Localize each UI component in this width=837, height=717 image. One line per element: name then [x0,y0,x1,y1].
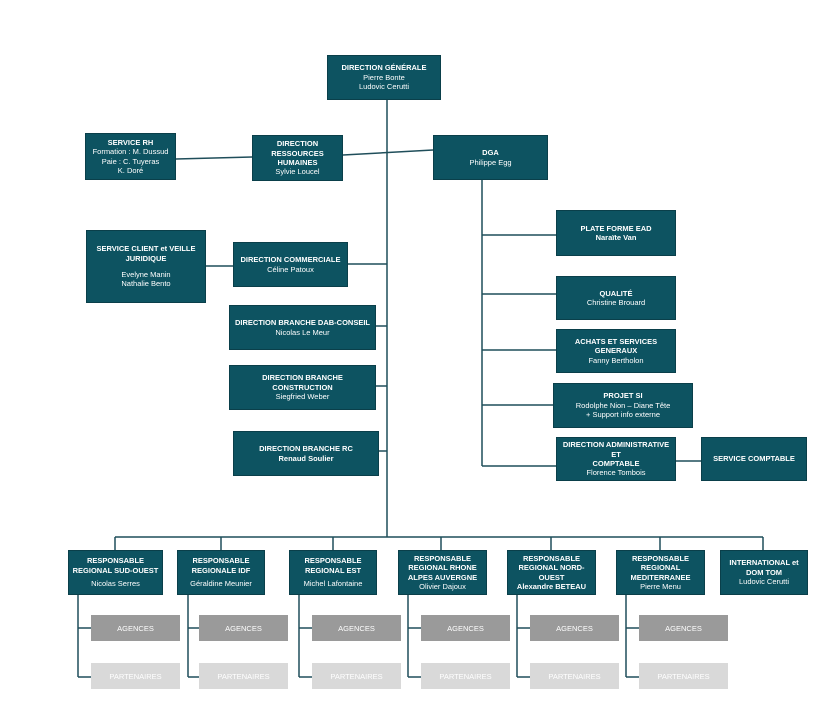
region-title-1: RESPONSABLE [413,553,472,563]
region-title-3: ALPES AUVERGNE [407,572,478,582]
plateforme-ead-box: PLATE FORME EAD Naraïte Van [556,210,676,256]
region-title-1: RESPONSABLE [631,553,690,563]
achats-title: ACHATS ET SERVICES GENERAUX [574,336,658,356]
region-title-2: REGIONAL EST [304,565,362,575]
partenaires-box: PARTENAIRES [639,663,728,689]
region-title-1: RESPONSABLE [304,556,362,566]
region-idf-box: RESPONSABLE REGIONALE IDF Géraldine Meun… [177,550,265,595]
region-name: Alexandre BETEAU [516,581,587,591]
region-name: Olivier Dajoux [419,581,466,591]
agences-box: AGENCES [91,615,180,641]
service-client-title-2: JURIDIQUE [125,253,167,263]
branche-rc-title: DIRECTION BRANCHE RC [259,444,353,454]
branche-dab-box: DIRECTION BRANCHE DAB-CONSEIL Nicolas Le… [229,305,376,350]
dga-title: DGA [482,148,499,158]
direction-rh-name: Sylvie Loucel [275,167,320,177]
partenaires-box: PARTENAIRES [421,663,510,689]
service-rh-title: SERVICE RH [107,137,154,147]
region-title-2: REGIONAL RHONE [408,563,477,573]
direction-generale-title: DIRECTION GÉNÉRALE [341,63,427,73]
agences-box: AGENCES [639,615,728,641]
agences-box: AGENCES [530,615,619,641]
direction-admin-title-1: DIRECTION ADMINISTRATIVE ET [562,440,670,459]
branche-rc-box: DIRECTION BRANCHE RC Renaud Soulier [233,431,379,476]
region-title-1: RESPONSABLE [192,556,250,566]
region-title-1: RESPONSABLE [86,556,145,566]
region-name: Nicolas Serres [91,579,140,589]
direction-commerciale-name: Céline Patoux [267,264,314,274]
region-name: Géraldine Meunier [190,579,252,589]
direction-commerciale-title: DIRECTION COMMERCIALE [240,255,341,265]
dga-box: DGA Philippe Egg [433,135,548,180]
achats-box: ACHATS ET SERVICES GENERAUX Fanny Bertho… [556,329,676,373]
direction-admin-title-2: COMPTABLE [592,459,640,468]
service-rh-paie: Paie : C. Tuyeras [101,156,160,166]
region-rhone-alpes-box: RESPONSABLE REGIONAL RHONE ALPES AUVERGN… [398,550,487,595]
branche-construction-name: Siegfried Weber [275,392,330,402]
international-title-2: DOM TOM [745,567,783,577]
region-title-2: REGIONAL [640,563,681,573]
region-nord-ouest-box: RESPONSABLE REGIONAL NORD-OUEST Alexandr… [507,550,596,595]
service-rh-box: SERVICE RH Formation : M. Dussud Paie : … [85,133,176,180]
branche-rc-name: Renaud Soulier [278,453,334,463]
region-title-1: RESPONSABLE [522,553,581,563]
direction-generale-name-1: Pierre Bonte [363,72,405,82]
branche-construction-box: DIRECTION BRANCHE CONSTRUCTION Siegfried… [229,365,376,410]
branche-dab-name: Nicolas Le Meur [275,327,330,337]
region-sud-ouest-box: RESPONSABLE REGIONAL SUD-OUEST Nicolas S… [68,550,163,595]
service-client-name-2: Nathalie Bento [121,279,171,289]
branche-construction-title: DIRECTION BRANCHE CONSTRUCTION [262,373,343,392]
direction-admin-name: Florence Tombois [586,468,646,478]
projet-si-names: Rodolphe Nion – Diane Tête [575,400,671,410]
direction-generale-name-2: Ludovic Cerutti [358,82,410,92]
international-box: INTERNATIONAL et DOM TOM Ludovic Cerutti [720,550,808,595]
dga-name: Philippe Egg [469,157,512,167]
region-est-box: RESPONSABLE REGIONAL EST Michel Lafontai… [289,550,377,595]
region-title-2: REGIONAL NORD-OUEST [518,563,585,582]
partenaires-box: PARTENAIRES [312,663,401,689]
partenaires-box: PARTENAIRES [530,663,619,689]
direction-admin-box: DIRECTION ADMINISTRATIVE ET COMPTABLE Fl… [556,437,676,481]
direction-rh-title-2: RESSOURCES [271,148,324,158]
service-comptable-box: SERVICE COMPTABLE [701,437,807,481]
partenaires-box: PARTENAIRES [199,663,288,689]
projet-si-box: PROJET SI Rodolphe Nion – Diane Tête + S… [553,383,693,428]
qualite-box: QUALITÉ Christine Brouard [556,276,676,320]
direction-rh-title-1: DIRECTION [276,139,319,149]
region-mediterranee-box: RESPONSABLE REGIONAL MEDITERRANEE Pierre… [616,550,705,595]
direction-commerciale-box: DIRECTION COMMERCIALE Céline Patoux [233,242,348,287]
projet-si-support: + Support info externe [585,410,660,420]
international-name: Ludovic Cerutti [738,577,790,587]
international-title-1: INTERNATIONAL et [729,558,799,568]
direction-rh-title-3: HUMAINES [277,158,318,167]
direction-rh-box: DIRECTION RESSOURCES HUMAINES Sylvie Lou… [252,135,343,181]
service-comptable-title: SERVICE COMPTABLE [713,454,795,464]
service-client-box: SERVICE CLIENT et VEILLE JURIDIQUE Evely… [86,230,206,303]
region-name: Michel Lafontaine [303,579,363,589]
region-title-3: MEDITERRANEE [630,572,691,582]
qualite-title: QUALITÉ [599,288,633,298]
service-rh-name: K. Doré [117,165,144,175]
region-title-2: REGIONALE IDF [191,565,251,575]
service-client-title-1: SERVICE CLIENT et VEILLE [96,244,196,254]
service-rh-formation: Formation : M. Dussud [92,147,169,157]
plateforme-ead-title: PLATE FORME EAD [580,223,652,233]
partenaires-box: PARTENAIRES [91,663,180,689]
branche-dab-title: DIRECTION BRANCHE DAB-CONSEIL [235,318,370,328]
service-client-name-1: Evelyne Manin [121,270,171,279]
qualite-name: Christine Brouard [586,298,646,307]
region-title-2: REGIONAL SUD-OUEST [72,565,159,575]
region-name: Pierre Menu [640,581,681,591]
agences-box: AGENCES [199,615,288,641]
agences-box: AGENCES [421,615,510,641]
plateforme-ead-name: Naraïte Van [595,233,637,242]
direction-generale-box: DIRECTION GÉNÉRALE Pierre Bonte Ludovic … [327,55,441,100]
projet-si-title: PROJET SI [603,391,643,401]
agences-box: AGENCES [312,615,401,641]
achats-name: Fanny Bertholon [588,355,644,365]
